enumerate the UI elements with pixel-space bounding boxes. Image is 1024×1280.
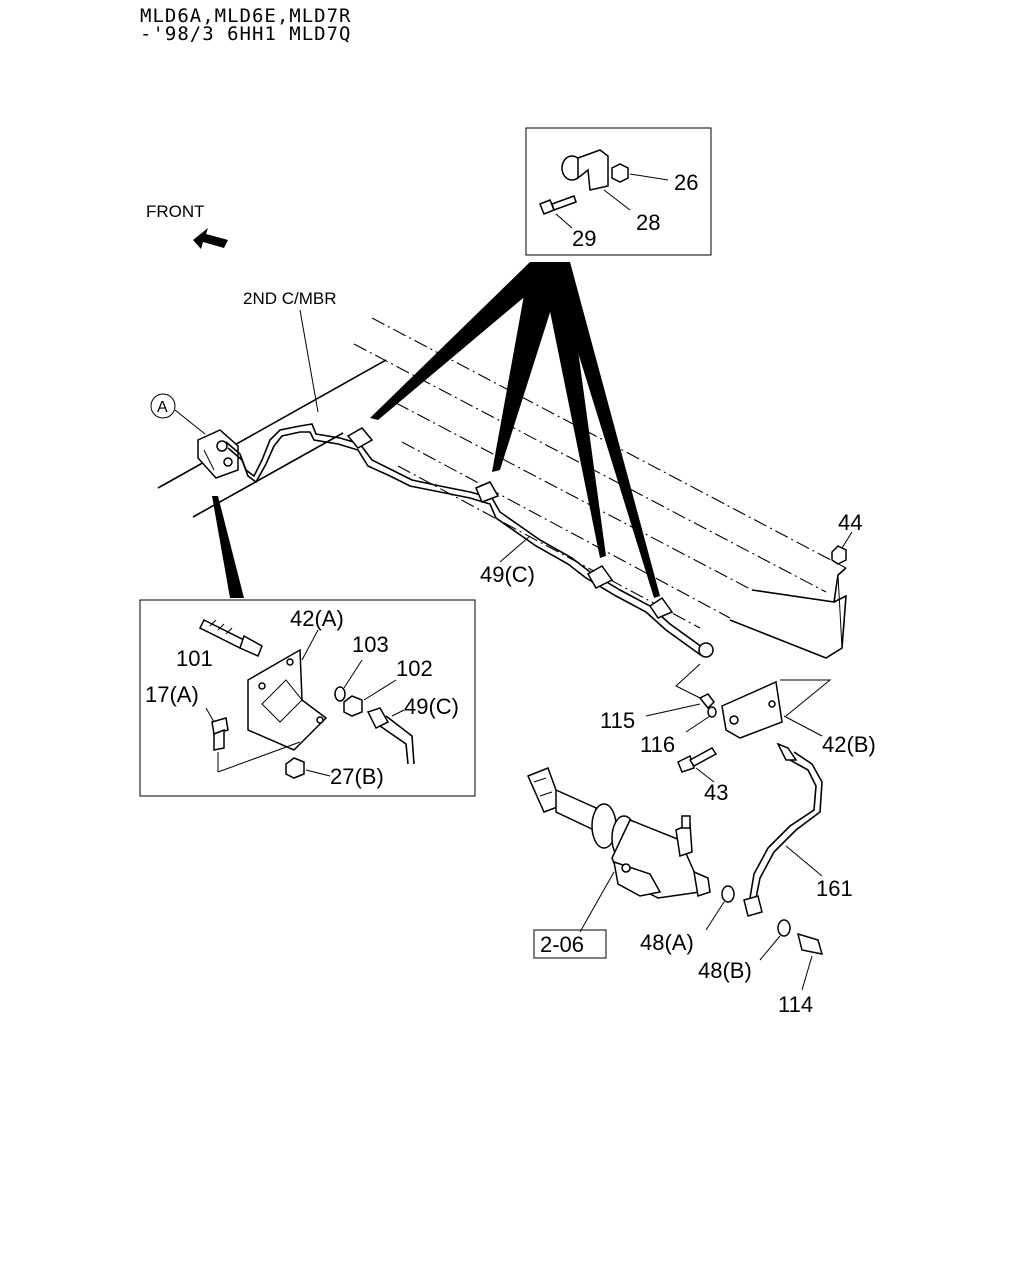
bolt-29 (539, 195, 577, 215)
pipe-clip-4 (648, 596, 674, 619)
bracket-callout-pointer (212, 496, 244, 598)
part-43-label: 43 (704, 780, 728, 805)
bolt-17a (211, 717, 229, 751)
part-115-label: 115 (600, 708, 635, 733)
ref-leader (579, 871, 615, 933)
union-bolt-114 (796, 932, 824, 955)
front-label: FRONT (146, 202, 205, 221)
view-a-leader (174, 409, 206, 435)
part-102-label: 102 (396, 656, 433, 681)
part-26-label: 26 (674, 170, 698, 195)
part-114-label: 114 (778, 992, 813, 1017)
part-48b-label: 48(B) (698, 958, 752, 983)
part-42b-label: 42(B) (822, 732, 876, 757)
connection-dash (675, 663, 709, 703)
clip-detail-inset (525, 127, 712, 256)
part-42a-label: 42(A) (290, 606, 344, 631)
flex-hose-101 (198, 618, 263, 658)
part-44-label: 44 (838, 510, 862, 535)
ref-page-box (533, 929, 607, 959)
washer-116 (707, 706, 717, 718)
member-label: 2ND C/MBR (243, 289, 337, 308)
part-29-label: 29 (572, 226, 596, 251)
part-28-label: 28 (636, 210, 660, 235)
nut-115 (698, 693, 715, 710)
connection-dash-2 (780, 679, 832, 717)
pipe-clip-2 (475, 481, 500, 503)
bolt-43 (677, 747, 718, 773)
part-161-label: 161 (816, 876, 853, 901)
part-116-label: 116 (640, 732, 675, 757)
model-code-line-1: MLD6A,MLD6E,MLD7R (140, 5, 352, 27)
nut-26 (611, 163, 629, 183)
pipe-end-flare-nut (698, 642, 714, 658)
flex-hose-161 (743, 742, 823, 917)
member-leader (299, 309, 319, 413)
pipe-clip-detail (561, 149, 609, 191)
front-arrow-icon (193, 228, 228, 249)
pipe-clip-3 (586, 565, 614, 589)
part-103-label: 103 (352, 632, 389, 657)
view-a-circle (150, 393, 176, 419)
bracket-42b (721, 680, 783, 739)
bracket-left (197, 429, 239, 479)
cross-member (157, 317, 847, 659)
view-a-letter: A (157, 399, 168, 416)
part-101-label: 101 (176, 646, 213, 671)
washer-103 (334, 686, 346, 702)
bracket-42a (247, 648, 328, 751)
pipe-clip-1 (346, 427, 374, 449)
master-cylinder-assembly (526, 767, 711, 899)
clip-callout-fans (370, 262, 660, 598)
part-48a-label: 48(A) (640, 930, 694, 955)
washer-48a (721, 885, 735, 903)
part-49c-inset-label: 49(C) (404, 694, 459, 719)
pipe-end-49c (366, 707, 415, 765)
part-17a-label: 17(A) (145, 682, 199, 707)
nut-44 (831, 545, 847, 565)
washer-48b (777, 919, 791, 937)
part-49c-main-label: 49(C) (480, 562, 535, 587)
brake-pipe (225, 423, 707, 651)
nut-27b (285, 757, 305, 779)
brake-pipe-edge (227, 431, 703, 657)
bracket-detail-inset (139, 599, 476, 797)
part-27b-label: 27(B) (330, 764, 384, 789)
ref-page-label: 2-06 (540, 932, 584, 957)
model-code-line-2: -'98/3 6HH1 MLD7Q (140, 23, 352, 45)
nut-102 (343, 695, 363, 717)
